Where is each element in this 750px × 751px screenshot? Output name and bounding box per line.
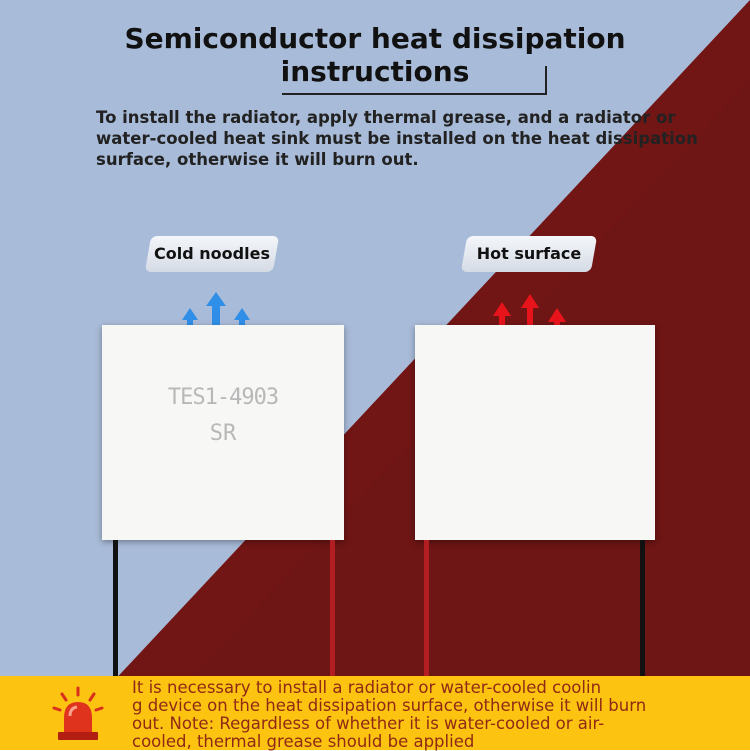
warning-banner	[0, 676, 750, 750]
red-wire-left	[330, 540, 335, 680]
black-wire-left	[113, 540, 118, 680]
title-line-2: instructions	[280, 55, 470, 88]
black-wire-right	[640, 540, 645, 680]
warning-text: It is necessary to install a radiator or…	[132, 678, 647, 751]
title-rule-horizontal	[282, 93, 547, 95]
alarm-siren-icon	[52, 686, 104, 740]
cold-surface-label: Cold noodles	[154, 244, 270, 263]
module-marking-suffix: SR	[209, 421, 237, 446]
peltier-module-cold-side: TES1-4903 SR	[102, 325, 344, 540]
module-marking-model: TES1-4903	[167, 385, 279, 410]
description-text: To install the radiator, apply thermal g…	[96, 108, 698, 169]
title-line-1: Semiconductor heat dissipation	[124, 22, 626, 55]
red-wire-right	[424, 540, 429, 680]
page-title: Semiconductor heat dissipation instructi…	[0, 22, 750, 88]
hot-surface-label-tag: Hot surface	[460, 236, 598, 272]
cold-surface-label-tag: Cold noodles	[144, 236, 280, 272]
title-rule-vertical	[545, 66, 547, 94]
hot-surface-label: Hot surface	[476, 244, 582, 263]
peltier-module-hot-side	[415, 325, 655, 540]
